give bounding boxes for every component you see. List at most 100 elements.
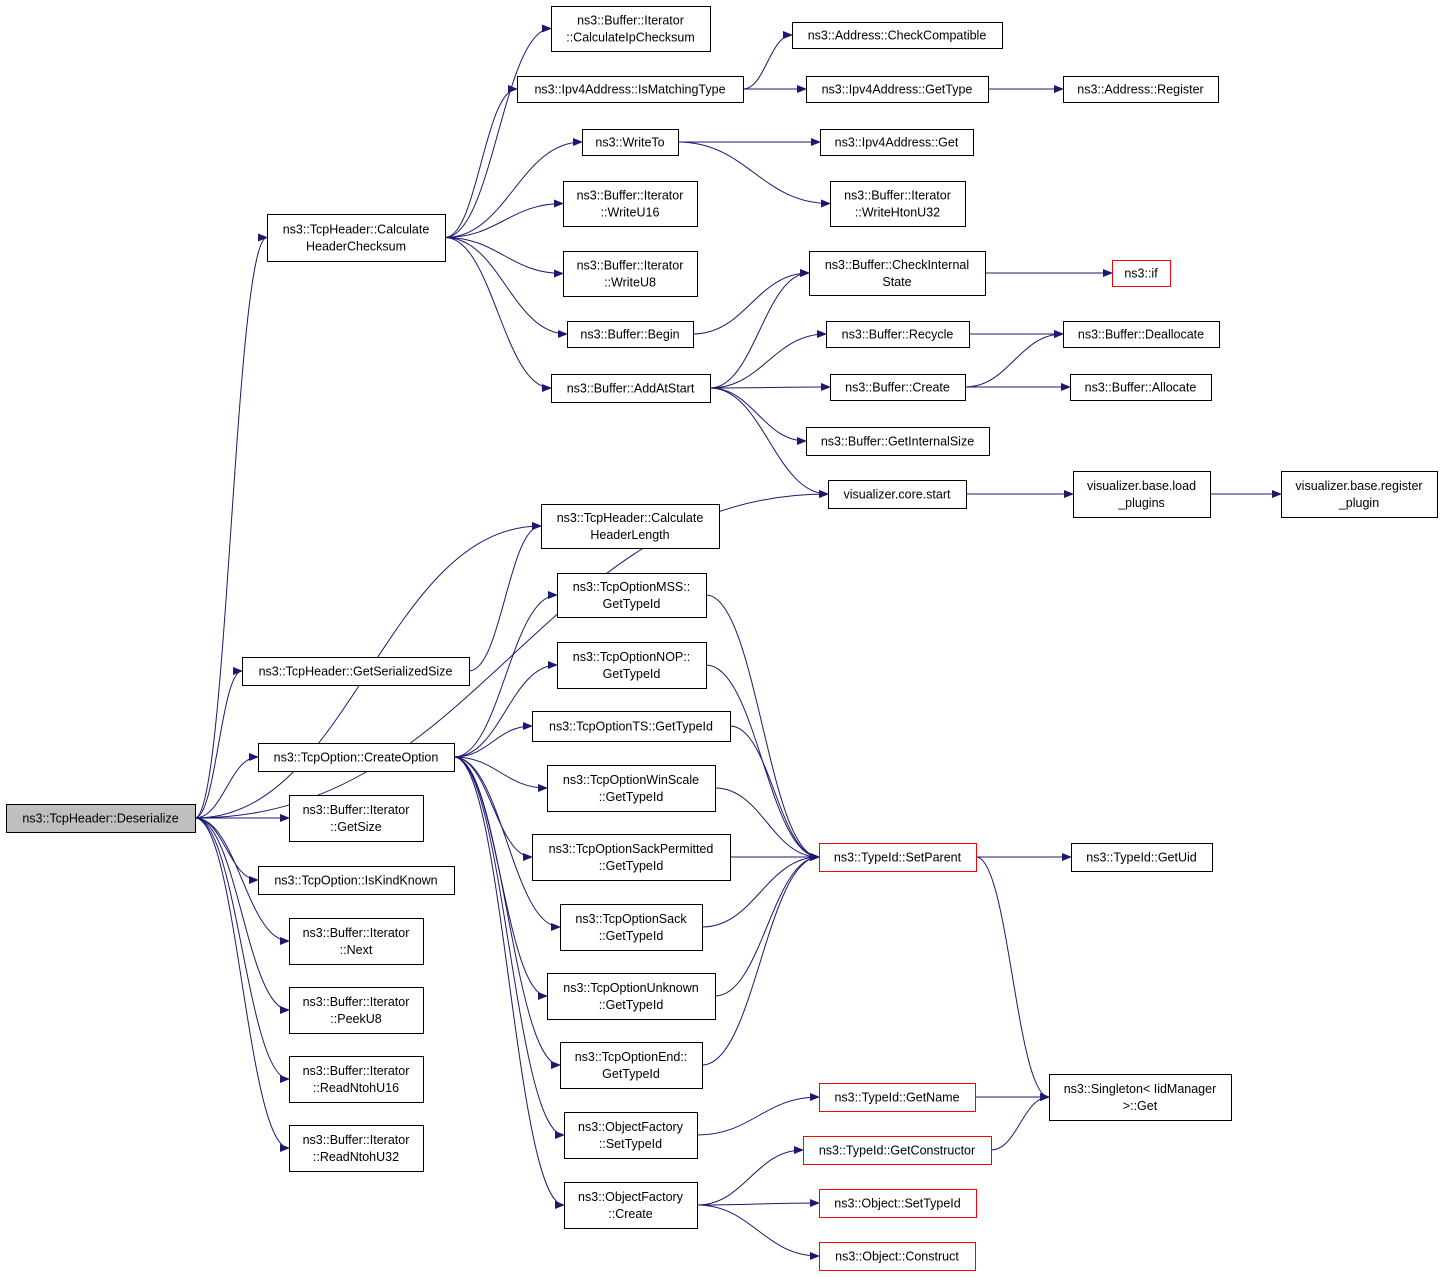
node-typeid-get-name-label-0: ns3::TypeId::GetName bbox=[834, 1091, 959, 1105]
edge-opt-mss-to-typeid-set-parent bbox=[705, 594, 820, 861]
node-typeid-get-ctor[interactable]: ns3::TypeId::GetConstructor bbox=[803, 1136, 992, 1165]
node-typeid-set-parent-label-0: ns3::TypeId::SetParent bbox=[834, 851, 962, 865]
node-ns3-if-box bbox=[1112, 260, 1171, 287]
node-buffer-create-label-0: ns3::Buffer::Create bbox=[845, 381, 950, 395]
node-opt-sack[interactable]: ns3::TcpOptionSack::GetTypeId bbox=[560, 904, 703, 951]
edge-of-create-to-obj-set-typeid bbox=[696, 1199, 820, 1208]
node-ipv4-get[interactable]: ns3::Ipv4Address::Get bbox=[820, 129, 974, 156]
node-get-serialized-size-box bbox=[242, 657, 470, 686]
node-buffer-alloc-box bbox=[1070, 374, 1212, 401]
node-opt-sack-perm[interactable]: ns3::TcpOptionSackPermitted::GetTypeId bbox=[532, 834, 731, 881]
node-opt-unknown[interactable]: ns3::TcpOptionUnknown::GetTypeId bbox=[547, 973, 716, 1020]
node-add-at-start[interactable]: ns3::Buffer::AddAtStart bbox=[551, 374, 711, 403]
node-calc-ip-cksum[interactable]: ns3::Buffer::Iterator::CalculateIpChecks… bbox=[551, 6, 711, 52]
node-buffer-create[interactable]: ns3::Buffer::Create bbox=[830, 374, 966, 401]
node-calc-hdr-cksum-box bbox=[267, 214, 446, 262]
node-write-u8[interactable]: ns3::Buffer::Iterator::WriteU8 bbox=[563, 251, 698, 297]
node-viz-core-start-label-0: visualizer.core.start bbox=[844, 488, 952, 502]
node-create-option[interactable]: ns3::TcpOption::CreateOption bbox=[258, 743, 455, 772]
node-viz-register-plugin-label-0: visualizer.base.register bbox=[1295, 479, 1422, 493]
node-obj-set-typeid[interactable]: ns3::Object::SetTypeId bbox=[819, 1189, 977, 1218]
node-opt-unknown-label-1: ::GetTypeId bbox=[599, 998, 664, 1012]
node-opt-sack-box bbox=[560, 904, 703, 951]
edge-add-at-start-to-buffer-create bbox=[709, 383, 831, 392]
node-typeid-get-name-box bbox=[819, 1083, 976, 1112]
node-opt-winscale-box bbox=[547, 765, 716, 812]
node-write-u8-label-0: ns3::Buffer::Iterator bbox=[577, 259, 684, 273]
node-opt-mss-label-1: GetTypeId bbox=[603, 597, 661, 611]
node-addr-check-compat[interactable]: ns3::Address::CheckCompatible bbox=[792, 22, 1003, 49]
node-opt-sack-perm-box bbox=[532, 834, 731, 881]
node-is-kind-known[interactable]: ns3::TcpOption::IsKindKnown bbox=[258, 866, 455, 895]
node-get-internal-size[interactable]: ns3::Buffer::GetInternalSize bbox=[806, 427, 990, 456]
node-create-option-box bbox=[258, 743, 455, 772]
node-of-set-typeid-box bbox=[564, 1112, 698, 1159]
node-obj-construct[interactable]: ns3::Object::Construct bbox=[819, 1242, 976, 1271]
node-viz-load-plugins[interactable]: visualizer.base.load_plugins bbox=[1073, 471, 1211, 518]
node-write-to-label-0: ns3::WriteTo bbox=[595, 136, 664, 150]
node-viz-core-start[interactable]: visualizer.core.start bbox=[828, 480, 967, 509]
node-of-set-typeid-label-1: ::SetTypeId bbox=[599, 1137, 662, 1151]
node-opt-ts[interactable]: ns3::TcpOptionTS::GetTypeId bbox=[532, 711, 731, 742]
node-ipv4-get-type[interactable]: ns3::Ipv4Address::GetType bbox=[806, 76, 989, 103]
node-iter-next[interactable]: ns3::Buffer::Iterator::Next bbox=[289, 918, 424, 965]
node-create-option-label-0: ns3::TcpOption::CreateOption bbox=[274, 751, 439, 765]
node-calc-ip-cksum-box bbox=[551, 6, 711, 52]
node-typeid-get-uid[interactable]: ns3::TypeId::GetUid bbox=[1071, 843, 1213, 872]
node-of-create[interactable]: ns3::ObjectFactory::Create bbox=[564, 1182, 698, 1229]
node-viz-register-plugin-label-1: _plugin bbox=[1338, 496, 1379, 510]
node-singleton-get-label-0: ns3::Singleton< IidManager bbox=[1064, 1082, 1217, 1096]
edge-add-at-start-to-buffer-recycle bbox=[709, 330, 827, 389]
node-ipv4-is-matching[interactable]: ns3::Ipv4Address::IsMatchingType bbox=[517, 76, 744, 103]
node-of-create-label-1: ::Create bbox=[608, 1207, 653, 1221]
node-buffer-dealloc[interactable]: ns3::Buffer::Deallocate bbox=[1063, 321, 1220, 348]
node-iter-next-box bbox=[289, 918, 424, 965]
node-viz-register-plugin-box bbox=[1281, 471, 1438, 518]
node-write-u16[interactable]: ns3::Buffer::Iterator::WriteU16 bbox=[563, 181, 698, 227]
edge-typeid-set-parent-to-singleton-get bbox=[975, 856, 1050, 1101]
node-addr-check-compat-box bbox=[792, 22, 1003, 49]
node-addr-register[interactable]: ns3::Address::Register bbox=[1063, 76, 1219, 103]
edge-deserialize-to-create-option bbox=[194, 753, 259, 819]
node-of-create-box bbox=[564, 1182, 698, 1229]
edge-calc-hdr-cksum-to-calc-ip-cksum bbox=[444, 24, 552, 238]
node-write-u16-box bbox=[563, 181, 698, 227]
node-buffer-recycle[interactable]: ns3::Buffer::Recycle bbox=[826, 321, 970, 348]
node-ipv4-is-matching-label-0: ns3::Ipv4Address::IsMatchingType bbox=[534, 83, 725, 97]
node-write-to[interactable]: ns3::WriteTo bbox=[582, 129, 679, 156]
node-typeid-set-parent[interactable]: ns3::TypeId::SetParent bbox=[819, 843, 977, 872]
node-iter-get-size[interactable]: ns3::Buffer::Iterator::GetSize bbox=[289, 795, 424, 842]
node-buffer-recycle-box bbox=[826, 321, 970, 348]
node-get-serialized-size-label-0: ns3::TcpHeader::GetSerializedSize bbox=[259, 665, 453, 679]
node-iter-read-ntoh-u16[interactable]: ns3::Buffer::Iterator::ReadNtohU16 bbox=[289, 1056, 424, 1103]
node-viz-register-plugin[interactable]: visualizer.base.register _plugin bbox=[1281, 471, 1438, 518]
node-write-hton-u32-box bbox=[830, 181, 966, 227]
node-write-u8-box bbox=[563, 251, 698, 297]
node-iter-read-ntoh-u32[interactable]: ns3::Buffer::Iterator::ReadNtohU32 bbox=[289, 1125, 424, 1172]
node-opt-sack-label-1: ::GetTypeId bbox=[599, 929, 664, 943]
node-opt-winscale[interactable]: ns3::TcpOptionWinScale::GetTypeId bbox=[547, 765, 716, 812]
edge-ipv4-is-matching-to-addr-check-compat bbox=[742, 31, 793, 90]
node-iter-peek-u8-box bbox=[289, 987, 424, 1034]
node-of-set-typeid[interactable]: ns3::ObjectFactory::SetTypeId bbox=[564, 1112, 698, 1159]
node-write-hton-u32[interactable]: ns3::Buffer::Iterator::WriteHtonU32 bbox=[830, 181, 966, 227]
node-write-u16-label-0: ns3::Buffer::Iterator bbox=[577, 189, 684, 203]
node-singleton-get[interactable]: ns3::Singleton< IidManager>::Get bbox=[1049, 1074, 1232, 1121]
nodes: ns3::TcpHeader::Deserialize ns3::TcpHeade… bbox=[6, 6, 1438, 1271]
node-buffer-begin[interactable]: ns3::Buffer::Begin bbox=[567, 321, 694, 348]
node-deserialize[interactable]: ns3::TcpHeader::Deserialize bbox=[6, 804, 196, 833]
node-opt-end[interactable]: ns3::TcpOptionEnd::GetTypeId bbox=[560, 1042, 703, 1089]
node-calc-hdr-cksum-label-0: ns3::TcpHeader::Calculate bbox=[283, 223, 430, 237]
node-ipv4-is-matching-box bbox=[517, 76, 744, 103]
node-get-serialized-size[interactable]: ns3::TcpHeader::GetSerializedSize bbox=[242, 657, 470, 686]
node-ns3-if[interactable]: ns3::if bbox=[1112, 260, 1171, 287]
node-iter-peek-u8[interactable]: ns3::Buffer::Iterator::PeekU8 bbox=[289, 987, 424, 1034]
node-typeid-get-name[interactable]: ns3::TypeId::GetName bbox=[819, 1083, 976, 1112]
node-buffer-alloc[interactable]: ns3::Buffer::Allocate bbox=[1070, 374, 1212, 401]
node-opt-mss[interactable]: ns3::TcpOptionMSS::GetTypeId bbox=[557, 573, 707, 618]
node-opt-nop[interactable]: ns3::TcpOptionNOP::GetTypeId bbox=[557, 642, 707, 689]
node-opt-ts-box bbox=[532, 711, 731, 742]
